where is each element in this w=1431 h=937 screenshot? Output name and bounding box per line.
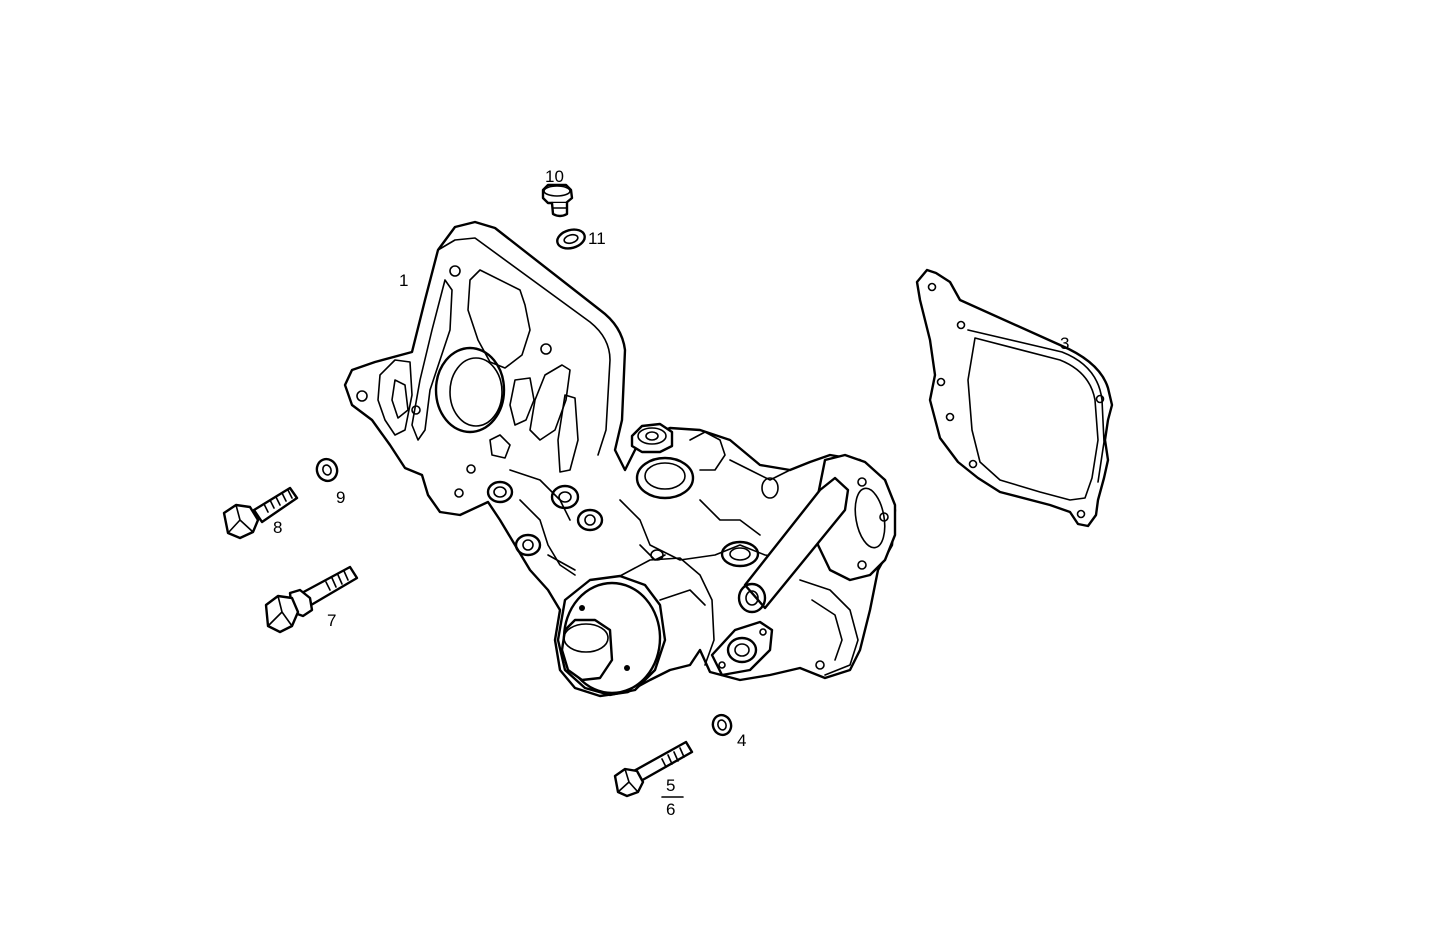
gasket-part-3 bbox=[915, 268, 1114, 528]
callout-9: 9 bbox=[336, 488, 345, 507]
hex-bolt-part-8 bbox=[222, 486, 299, 540]
callout-3: 3 bbox=[1060, 334, 1069, 353]
washer-part-4 bbox=[711, 713, 733, 737]
flange-bolt-part-7 bbox=[264, 565, 359, 634]
washer-part-9 bbox=[315, 457, 339, 483]
callout-4: 4 bbox=[737, 731, 746, 750]
callout-1: 1 bbox=[399, 271, 408, 290]
bolt-part-5-6 bbox=[613, 740, 694, 798]
plug-screw-part-10 bbox=[541, 183, 574, 218]
callout-8: 8 bbox=[273, 518, 282, 537]
callout-6: 6 bbox=[666, 800, 675, 819]
callout-11: 11 bbox=[588, 229, 606, 248]
callout-5: 5 bbox=[666, 776, 675, 795]
sealing-ring-part-11 bbox=[556, 228, 586, 250]
callout-10: 10 bbox=[545, 167, 564, 186]
callout-7: 7 bbox=[327, 611, 336, 630]
water-pump-housing-part-1 bbox=[343, 220, 897, 698]
